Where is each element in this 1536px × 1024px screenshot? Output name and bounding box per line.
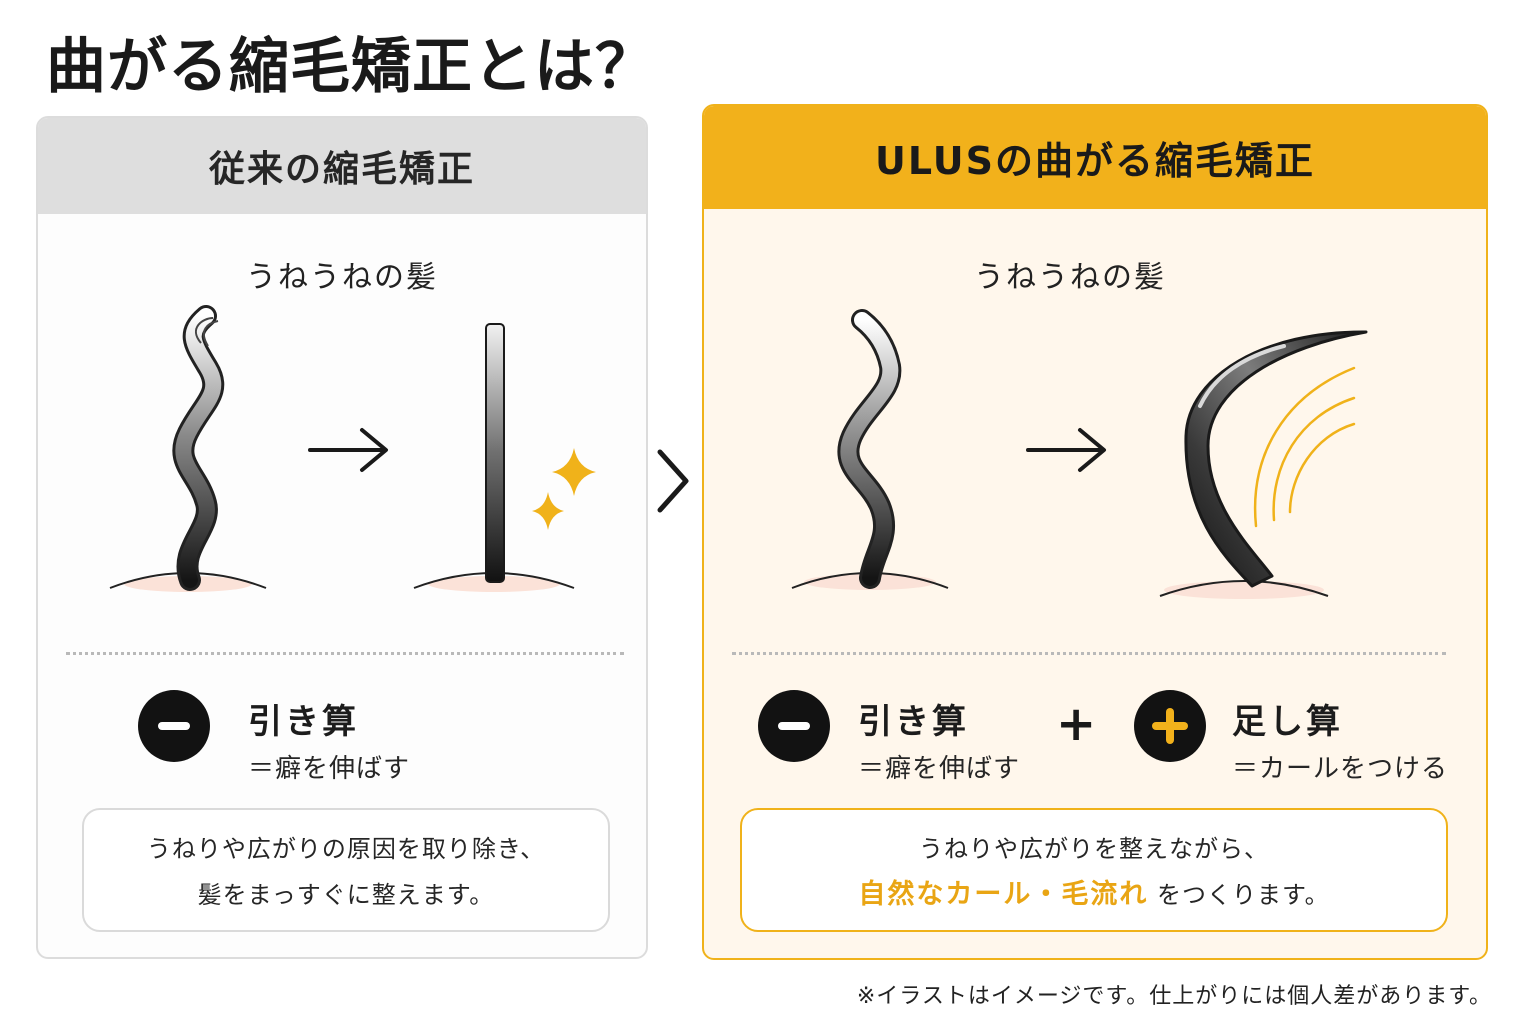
note-highlight: 自然なカール・毛流れ [858,879,1149,910]
subtraction-title: 引き算 [858,702,969,742]
plus-sign: + [1056,696,1097,752]
wavy-hair-icon [109,305,267,592]
arrow-right-icon [308,428,388,472]
wavy-hair-icon [791,309,949,590]
motion-lines-icon [1253,366,1356,528]
conventional-panel-header: 従来の縮毛矯正 [38,118,646,214]
note-line: うねりや広がりの原因を取り除き、 [146,835,546,863]
ulus-panel-header: ULUSの曲がる縮毛矯正 [704,106,1486,209]
divider [66,652,624,655]
conventional-illustration [109,305,596,592]
plus-circle-icon [1134,690,1206,762]
subtraction-desc: ＝癖を伸ばす [248,754,411,784]
minus-circle-icon [138,690,210,762]
straight-hair-icon [413,323,575,592]
note-line: 髪をまっすぐに整えます。 [197,881,495,909]
note-line: うねりや広がりを整えながら、 [919,835,1269,863]
conventional-note-box: うねりや広がりの原因を取り除き、 髪をまっすぐに整えます。 [82,808,610,932]
ulus-note-box: うねりや広がりを整えながら、 自然なカール・毛流れ をつくります。 [740,808,1448,932]
arrow-right-icon [1026,428,1106,472]
conventional-subtitle: うねうねの髪 [246,260,438,295]
sparkle-icon [532,448,596,530]
curl-hair-icon [1159,330,1368,599]
chevron-right-icon [657,449,689,513]
ulus-illustration [791,309,1368,599]
conventional-panel: 従来の縮毛矯正 うねうねの髪 [36,116,648,959]
divider [732,652,1446,655]
subtraction-desc: ＝癖を伸ばす [858,754,1021,784]
minus-circle-icon [758,690,830,762]
note-line: 自然なカール・毛流れ をつくります。 [742,872,1446,918]
addition-desc: ＝カールをつける [1232,754,1449,784]
ulus-subtitle: うねうねの髪 [974,260,1166,295]
footnote: ※イラストはイメージです。仕上がりには個人差があります。 [856,984,1492,1009]
addition-title: 足し算 [1232,702,1343,742]
ulus-panel: ULUSの曲がる縮毛矯正 うねうねの髪 [702,104,1488,960]
note-rest: をつくります。 [1157,881,1330,909]
page-title: 曲がる縮毛矯正とは？ [46,32,656,102]
subtraction-title: 引き算 [248,702,359,742]
